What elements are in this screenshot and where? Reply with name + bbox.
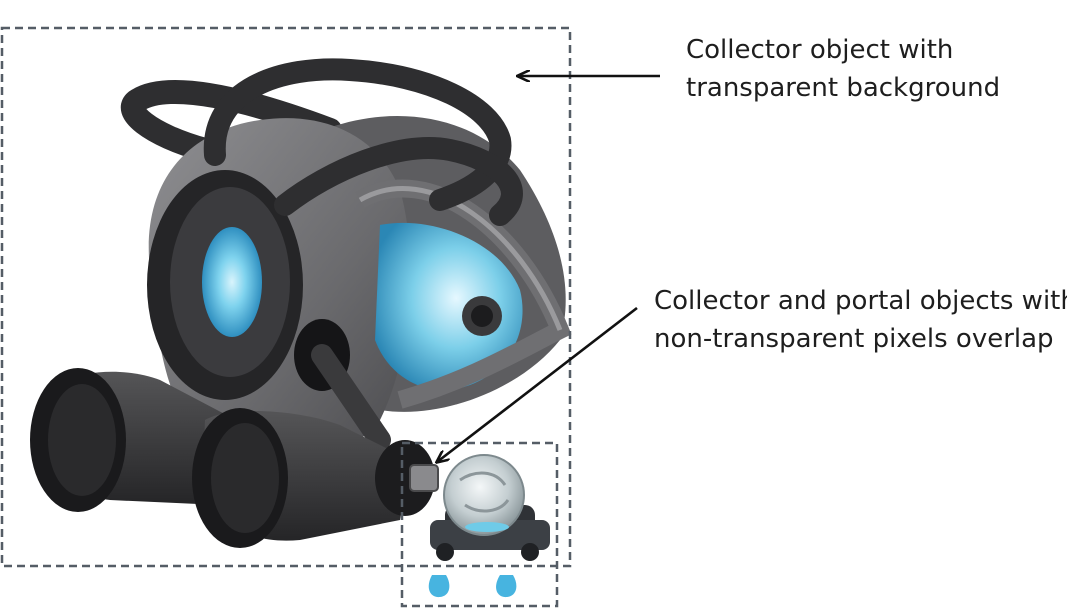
- portal-bounding-box: [400, 441, 559, 608]
- overlap-annotation-line1: Collector and portal objects with: [654, 286, 1067, 316]
- collector-annotation-line2: transparent background: [686, 73, 1001, 103]
- collector-annotation-line1: Collector object with: [686, 35, 954, 65]
- portal-globe-icon: [409, 454, 550, 598]
- overlap-annotation: Collector and portal objects with non-tr…: [654, 282, 1067, 358]
- collector-annotation: Collector object with transparent backgr…: [686, 31, 1000, 107]
- collector-bounding-box: [0, 26, 572, 568]
- overlap-annotation-line2: non-transparent pixels overlap: [654, 324, 1054, 354]
- collector-robot-icon: [30, 58, 572, 548]
- overlap-arrow: [437, 306, 638, 462]
